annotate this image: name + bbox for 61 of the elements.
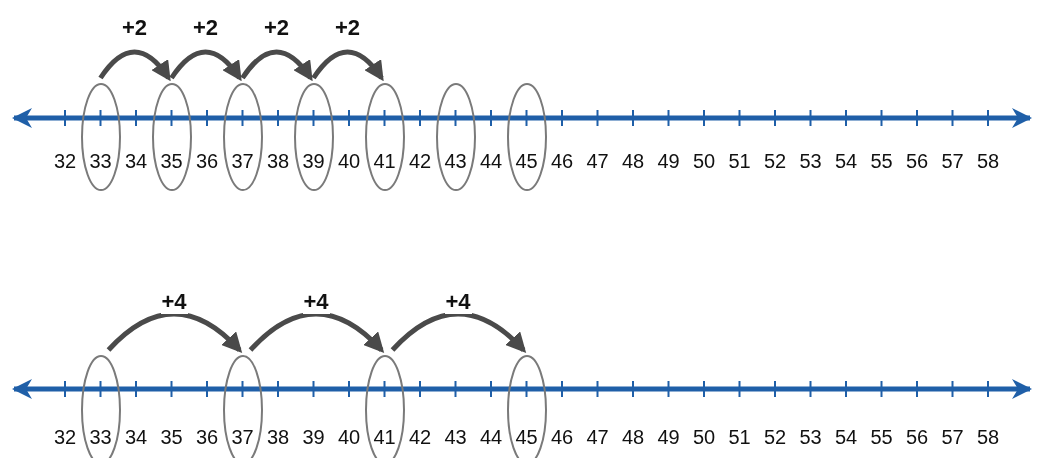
circled-number: 33 bbox=[80, 83, 121, 191]
tick-number: 34 bbox=[123, 149, 149, 173]
tick-number: 47 bbox=[585, 149, 610, 173]
jump-arrow bbox=[311, 49, 384, 82]
tick-number: 46 bbox=[549, 425, 575, 449]
tick-number: 57 bbox=[940, 149, 965, 173]
tick-number: 53 bbox=[798, 149, 823, 173]
circled-number: 45 bbox=[506, 83, 547, 191]
tick-number: 42 bbox=[407, 425, 433, 449]
tick-number: 32 bbox=[52, 149, 78, 173]
tick-number: 52 bbox=[762, 149, 788, 173]
tick-number: 52 bbox=[762, 425, 788, 449]
tick-number: 47 bbox=[585, 425, 610, 449]
circled-number: 43 bbox=[435, 83, 476, 191]
jump-arrow bbox=[248, 311, 385, 353]
tick-number: 51 bbox=[727, 425, 752, 449]
jump-arrow bbox=[106, 311, 243, 353]
tick-number: 35 bbox=[159, 425, 184, 449]
tick-number: 38 bbox=[265, 425, 291, 449]
tick-number: 38 bbox=[265, 149, 291, 173]
jump-arrow bbox=[390, 311, 527, 353]
tick-number: 34 bbox=[123, 425, 149, 449]
circled-number: 37 bbox=[222, 83, 263, 191]
tick-number: 55 bbox=[869, 425, 894, 449]
circled-number: 41 bbox=[364, 83, 405, 191]
tick-number: 32 bbox=[52, 425, 78, 449]
tick-number: 49 bbox=[656, 149, 681, 173]
circled-number: 35 bbox=[151, 83, 192, 191]
circled-number: 45 bbox=[506, 355, 547, 458]
tick-number: 54 bbox=[833, 425, 859, 449]
tick-number: 57 bbox=[940, 425, 965, 449]
circled-number: 37 bbox=[222, 355, 263, 458]
jump-arrow bbox=[98, 49, 171, 82]
tick-number: 40 bbox=[336, 149, 362, 173]
tick-number: 48 bbox=[620, 425, 646, 449]
tick-number: 48 bbox=[620, 149, 646, 173]
tick-number: 50 bbox=[691, 149, 717, 173]
tick-number: 43 bbox=[443, 425, 468, 449]
tick-number: 49 bbox=[656, 425, 681, 449]
jump-arrow bbox=[169, 49, 242, 82]
tick-number: 51 bbox=[727, 149, 752, 173]
tick-number: 54 bbox=[833, 149, 859, 173]
tick-number: 36 bbox=[194, 149, 220, 173]
circled-number: 39 bbox=[293, 83, 334, 191]
tick-number: 36 bbox=[194, 425, 220, 449]
tick-number: 42 bbox=[407, 149, 433, 173]
tick-number: 46 bbox=[549, 149, 575, 173]
tick-number: 40 bbox=[336, 425, 362, 449]
tick-number: 58 bbox=[975, 149, 1001, 173]
tick-number: 50 bbox=[691, 425, 717, 449]
tick-number: 44 bbox=[478, 425, 504, 449]
tick-number: 44 bbox=[478, 149, 504, 173]
tick-number: 56 bbox=[904, 149, 930, 173]
jump-arrow bbox=[240, 49, 313, 82]
tick-number: 53 bbox=[798, 425, 823, 449]
tick-number: 55 bbox=[869, 149, 894, 173]
tick-number: 58 bbox=[975, 425, 1001, 449]
circled-number: 41 bbox=[364, 355, 405, 458]
circled-number: 33 bbox=[80, 355, 121, 458]
tick-number: 39 bbox=[301, 425, 326, 449]
tick-number: 56 bbox=[904, 425, 930, 449]
